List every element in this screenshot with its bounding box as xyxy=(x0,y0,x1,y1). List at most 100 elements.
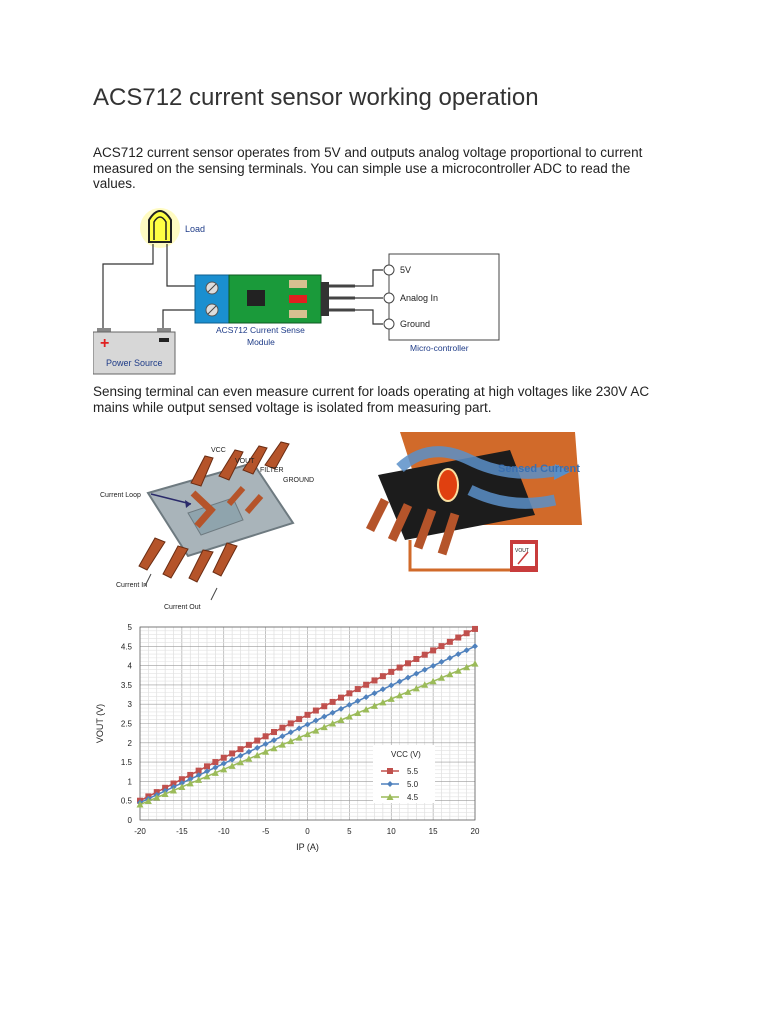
data-point xyxy=(387,781,393,787)
data-point xyxy=(296,716,303,723)
data-point xyxy=(162,784,169,791)
data-point xyxy=(463,647,470,654)
current-loop-label: Current Loop xyxy=(100,492,141,499)
data-point xyxy=(329,709,336,716)
y-tick-label: 4 xyxy=(128,662,133,671)
data-point xyxy=(345,713,353,720)
x-tick-label: 10 xyxy=(387,827,396,836)
data-point xyxy=(195,772,202,779)
wiring-diagram: Load + Power Source ACS712 Current Sense… xyxy=(93,208,500,375)
data-point xyxy=(320,723,328,731)
data-point xyxy=(386,793,394,800)
data-point xyxy=(346,701,353,708)
data-point xyxy=(379,673,386,680)
data-point xyxy=(387,768,393,774)
data-point xyxy=(472,625,478,632)
data-point xyxy=(446,655,453,662)
y-tick-label: 1.5 xyxy=(121,758,133,767)
data-point xyxy=(153,794,161,801)
data-point xyxy=(270,744,278,752)
data-point xyxy=(363,681,370,688)
x-axis-label: IP (A) xyxy=(296,842,319,852)
data-point xyxy=(262,741,269,748)
data-point xyxy=(338,694,344,701)
data-point xyxy=(471,660,479,667)
pin-5v-label: 5V xyxy=(400,265,411,275)
data-point xyxy=(463,663,471,671)
data-point xyxy=(161,790,169,797)
vout-label: VOUT xyxy=(235,458,255,465)
data-point xyxy=(296,725,303,732)
legend-box xyxy=(373,745,435,803)
y-tick-label: 0.5 xyxy=(121,797,133,806)
ic-package-icon xyxy=(138,441,295,583)
x-tick-label: 20 xyxy=(471,827,480,836)
x-tick-label: -15 xyxy=(176,827,188,836)
load-bulb-icon xyxy=(140,208,180,248)
y-tick-label: 2.5 xyxy=(121,720,133,729)
data-point xyxy=(220,754,227,761)
y-tick-label: 3 xyxy=(128,700,133,709)
power-source-label: Power Source xyxy=(106,358,163,368)
data-point xyxy=(396,678,403,685)
data-point xyxy=(304,721,311,728)
data-point xyxy=(254,737,261,744)
data-point xyxy=(271,728,277,735)
y-tick-label: 4.5 xyxy=(121,642,133,651)
data-point xyxy=(421,681,429,688)
data-point xyxy=(237,752,244,759)
data-point xyxy=(388,682,395,689)
data-point xyxy=(245,755,253,762)
data-point xyxy=(220,760,227,767)
data-point xyxy=(136,801,144,808)
y-tick-label: 1 xyxy=(128,777,133,786)
data-point xyxy=(287,737,295,745)
data-point xyxy=(245,741,252,748)
data-point xyxy=(287,729,294,736)
vcc-label: VCC xyxy=(211,447,226,454)
data-point xyxy=(262,733,269,740)
data-point xyxy=(371,690,378,697)
data-point xyxy=(304,711,311,718)
data-point xyxy=(304,730,311,738)
legend-entry: 5.5 xyxy=(407,767,419,776)
data-point xyxy=(186,779,194,787)
x-tick-label: -10 xyxy=(218,827,230,836)
data-point xyxy=(454,667,462,674)
data-point xyxy=(178,780,185,787)
data-point xyxy=(463,630,470,637)
y-tick-label: 3.5 xyxy=(121,681,133,690)
data-point xyxy=(178,776,185,783)
current-in-label: Current In xyxy=(116,582,147,589)
data-point xyxy=(379,686,386,693)
mcu-label: Micro-controller xyxy=(410,343,469,353)
data-point xyxy=(253,751,261,759)
microcontroller-box xyxy=(388,253,500,341)
data-point xyxy=(438,658,445,665)
data-point xyxy=(237,758,244,766)
data-point xyxy=(438,643,445,650)
data-point xyxy=(446,638,453,645)
data-point xyxy=(338,705,344,712)
data-point xyxy=(430,647,437,654)
load-label: Load xyxy=(185,224,205,234)
data-point xyxy=(396,664,403,671)
data-point xyxy=(446,670,454,678)
data-point xyxy=(195,776,203,783)
sensed-current-chip-icon xyxy=(365,432,582,572)
data-point xyxy=(204,763,210,770)
pin-ground-label: Ground xyxy=(400,319,430,329)
data-point xyxy=(295,734,303,741)
data-point xyxy=(279,724,286,731)
sensed-current-label: Sensed Current xyxy=(498,463,580,475)
x-tick-label: -20 xyxy=(134,827,146,836)
data-point xyxy=(455,634,462,641)
data-point xyxy=(237,746,244,753)
vout-meter-label: VOUT xyxy=(515,548,529,554)
data-point xyxy=(404,688,412,695)
data-point xyxy=(220,765,228,773)
data-point xyxy=(187,776,194,783)
pin-analog-label: Analog In xyxy=(400,293,438,303)
data-point xyxy=(396,691,404,699)
